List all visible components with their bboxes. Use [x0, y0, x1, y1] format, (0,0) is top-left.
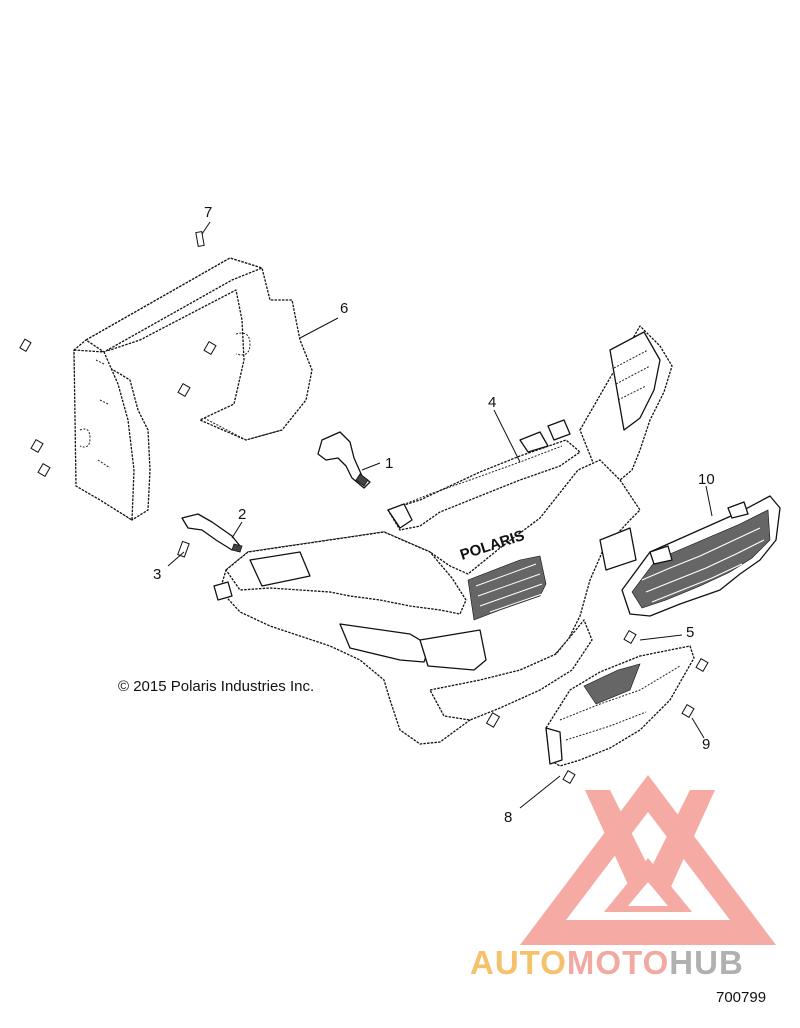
callout-6: 6	[340, 300, 348, 317]
callout-9: 9	[702, 736, 710, 753]
part-1-bracket	[317, 431, 371, 489]
callout-5: 5	[686, 624, 694, 641]
part-6-shroud	[73, 257, 313, 521]
callout-1: 1	[385, 455, 393, 472]
part-10-grille	[621, 495, 781, 617]
figure-number: 700799	[716, 989, 767, 1006]
callout-7: 7	[204, 204, 212, 221]
callout-3: 3	[153, 566, 161, 583]
watermark-moto: MOTO	[566, 944, 670, 981]
part-4-front-bumper	[213, 325, 673, 745]
watermark-auto: AUTO	[470, 944, 567, 981]
watermark-text: AUTOMOTOHUB	[470, 944, 744, 982]
copyright-notice: © 2015 Polaris Industries Inc.	[118, 678, 315, 695]
callout-2: 2	[238, 506, 246, 523]
watermark-logo	[520, 775, 776, 945]
callout-4: 4	[488, 394, 496, 411]
part-8-skid-plate	[545, 645, 695, 767]
callout-8: 8	[504, 809, 512, 826]
watermark-hub: HUB	[669, 944, 744, 981]
callout-10: 10	[698, 471, 715, 488]
part-2-bracket	[181, 513, 243, 553]
leader-lines	[167, 221, 713, 809]
fasteners	[19, 231, 709, 785]
